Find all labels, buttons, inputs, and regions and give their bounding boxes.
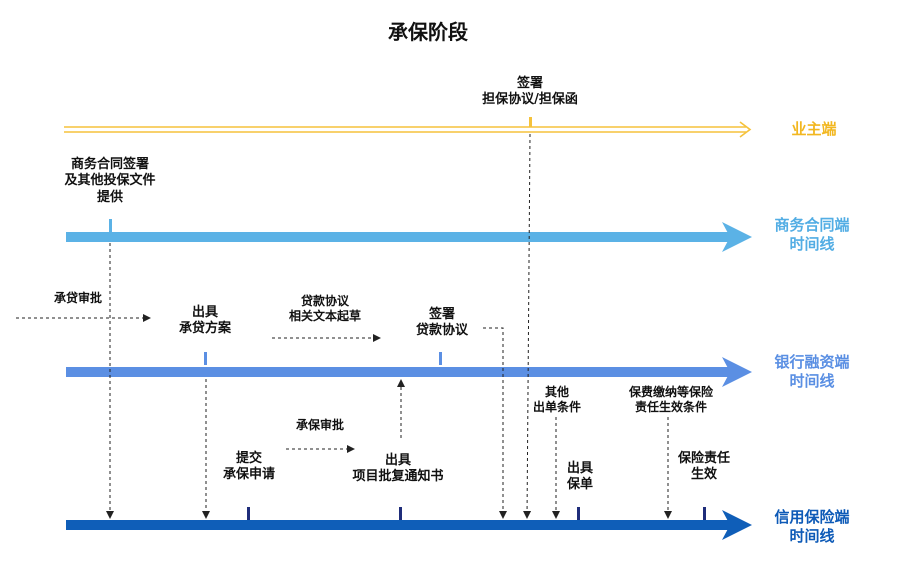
other-issuance-conditions-label: 其他 出单条件 <box>532 385 581 414</box>
insurance-timeline <box>66 507 752 540</box>
premium-conditions-label: 保费缴纳等保险 责任生效条件 <box>628 385 713 414</box>
sign-guarantee-label: 签署 担保协议/担保函 <box>482 76 578 108</box>
insurance-lane-label: 信用保险端 时间线 <box>774 508 850 545</box>
owner-lane-label: 业主端 <box>791 120 837 138</box>
issue-policy-label: 出具 保单 <box>566 461 593 493</box>
business-contract-label: 商务合同签署 及其他投保文件 提供 <box>64 157 156 205</box>
insurance-effective-label: 保险责任 生效 <box>677 451 730 483</box>
loan-review-label: 承贷审批 <box>53 291 102 305</box>
loan-agreement-draft-label: 贷款协议 相关文本起草 <box>288 294 361 323</box>
issue-approval-notice-label: 出具 项目批复通知书 <box>352 453 444 485</box>
bank-timeline <box>66 352 752 387</box>
bank-lane-label: 银行融资端 时间线 <box>774 353 850 390</box>
underwriting-review-label: 承保审批 <box>295 418 344 432</box>
sign-loan-agreement-label: 签署 贷款协议 <box>415 307 468 339</box>
contract-lane-label: 商务合同端 时间线 <box>774 216 850 253</box>
diagram-title: 承保阶段 <box>388 20 468 44</box>
submit-application-label: 提交 承保申请 <box>222 451 275 483</box>
contract-timeline <box>66 219 752 252</box>
dashed-connectors <box>16 133 672 519</box>
issue-loan-plan-label: 出具 承贷方案 <box>178 305 231 337</box>
owner-timeline <box>64 117 752 138</box>
